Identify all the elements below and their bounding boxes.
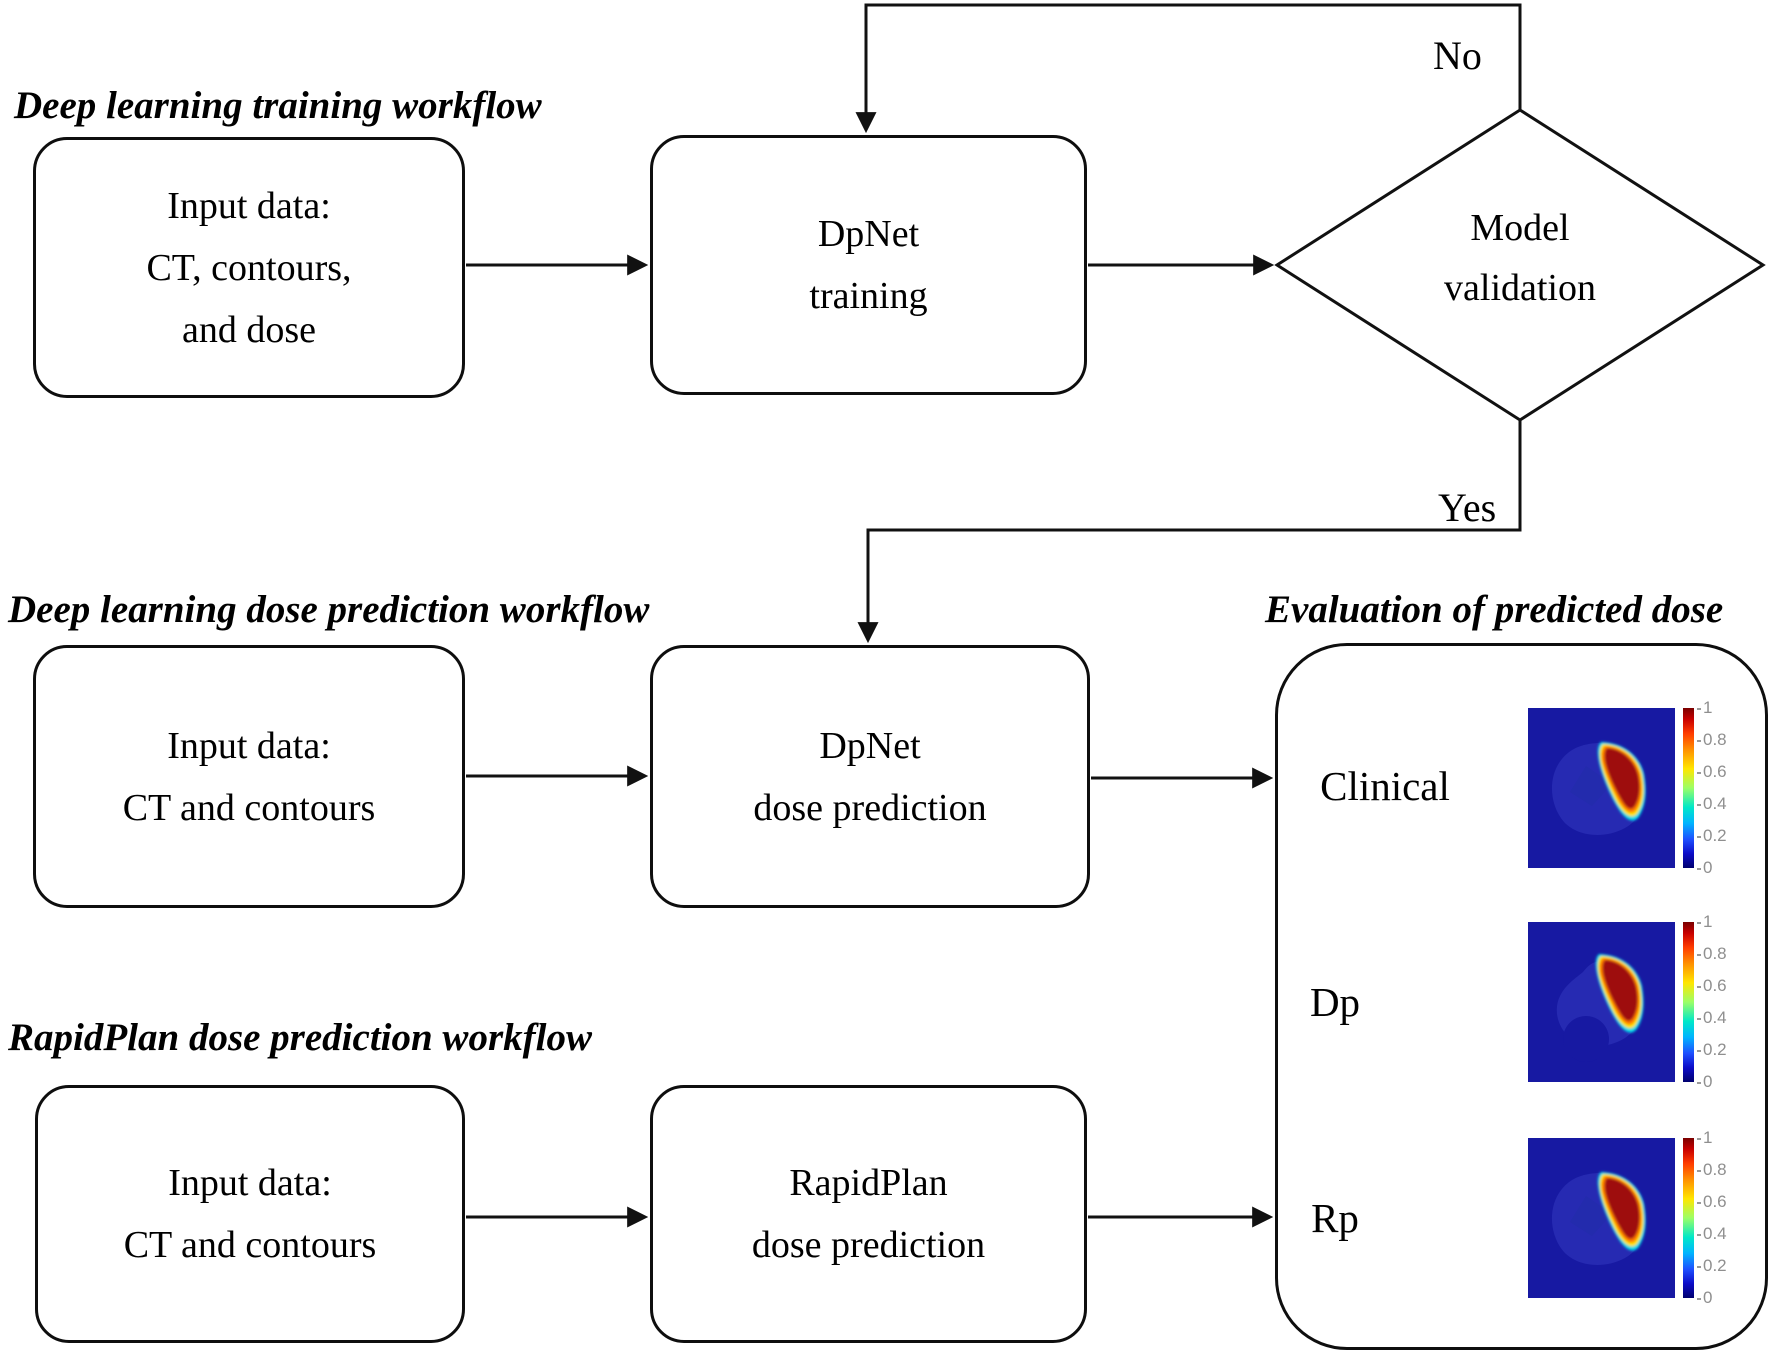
colorbar-dp xyxy=(1683,922,1694,1082)
evaluation-row-label-dp: Dp xyxy=(1309,979,1361,1025)
colorbar-tick: 0 xyxy=(1697,1289,1712,1307)
node-dpnet-training: DpNet training xyxy=(650,135,1087,395)
node-text-line: dose prediction xyxy=(751,1224,986,1266)
decision-diamond xyxy=(1274,108,1766,422)
section-title-training: Deep learning training workflow xyxy=(14,84,542,127)
node-model-validation-label: Model validation xyxy=(1395,198,1645,318)
colorbar-rp xyxy=(1683,1138,1694,1298)
node-text-line: Model xyxy=(1470,207,1570,249)
node-text-line: Input data: xyxy=(168,1162,332,1204)
colorbar-tick: 0.8 xyxy=(1697,945,1727,963)
colorbar-tick: 1 xyxy=(1697,1129,1712,1147)
node-input-rapidplan: Input data: CT and contours xyxy=(35,1085,465,1343)
node-text-line: DpNet xyxy=(819,724,921,767)
node-text-line: Input data: xyxy=(167,724,331,767)
colorbar-tick: 0 xyxy=(1697,1073,1712,1091)
node-text-line: RapidPlan xyxy=(789,1162,948,1204)
arrow-no-feedback-loop xyxy=(855,3,1522,134)
evaluation-row-label-rp: Rp xyxy=(1311,1195,1359,1241)
colorbar-tick: 0.2 xyxy=(1697,1257,1727,1275)
node-dpnet-prediction: DpNet dose prediction xyxy=(650,645,1090,908)
colorbar-tick: 0.4 xyxy=(1697,1225,1727,1243)
node-text-line: Input data: xyxy=(167,184,331,227)
colorbar-tick: 0.4 xyxy=(1697,1009,1727,1027)
colorbar-tick: 0.4 xyxy=(1697,795,1727,813)
colorbar-tick: 0.6 xyxy=(1697,977,1727,995)
colorbar-tick: 0.8 xyxy=(1697,1161,1727,1179)
colorbar-tick: 0.2 xyxy=(1697,827,1727,845)
node-text-line: CT and contours xyxy=(123,1224,377,1266)
colorbar-tick: 0.2 xyxy=(1697,1041,1727,1059)
node-text-line: dose prediction xyxy=(753,786,987,829)
node-text-line: and dose xyxy=(181,308,317,351)
dose-image-rp xyxy=(1528,1138,1675,1298)
evaluation-row-label-clinical: Clinical xyxy=(1320,763,1450,809)
section-title-prediction: Deep learning dose prediction workflow xyxy=(8,588,650,631)
node-text-line: DpNet xyxy=(817,213,920,255)
colorbar-tick: 0.8 xyxy=(1697,731,1727,749)
section-title-evaluation: Evaluation of predicted dose xyxy=(1265,588,1724,631)
node-text-line: validation xyxy=(1444,267,1596,309)
node-text-line: CT, contours, xyxy=(146,246,352,289)
node-text-line: training xyxy=(809,275,928,317)
node-text-line: CT and contours xyxy=(122,786,376,829)
colorbar-tick: 0.6 xyxy=(1697,1193,1727,1211)
colorbar-tick: 0.6 xyxy=(1697,763,1727,781)
colorbar-tick: 1 xyxy=(1697,699,1712,717)
branch-label-no: No xyxy=(1433,33,1482,78)
node-input-training: Input data: CT, contours, and dose xyxy=(33,137,465,398)
node-rapidplan-prediction: RapidPlan dose prediction xyxy=(650,1085,1087,1343)
colorbar-clinical xyxy=(1683,708,1694,868)
colorbar-tick: 1 xyxy=(1697,913,1712,931)
arrow-yes-to-dose-prediction xyxy=(857,420,1522,644)
dose-image-clinical xyxy=(1528,708,1675,868)
branch-label-yes: Yes xyxy=(1438,485,1497,530)
colorbar-tick: 0 xyxy=(1697,859,1712,877)
section-title-rapidplan: RapidPlan dose prediction workflow xyxy=(8,1016,592,1059)
dose-image-dp xyxy=(1528,922,1675,1082)
node-input-prediction: Input data: CT and contours xyxy=(33,645,465,908)
